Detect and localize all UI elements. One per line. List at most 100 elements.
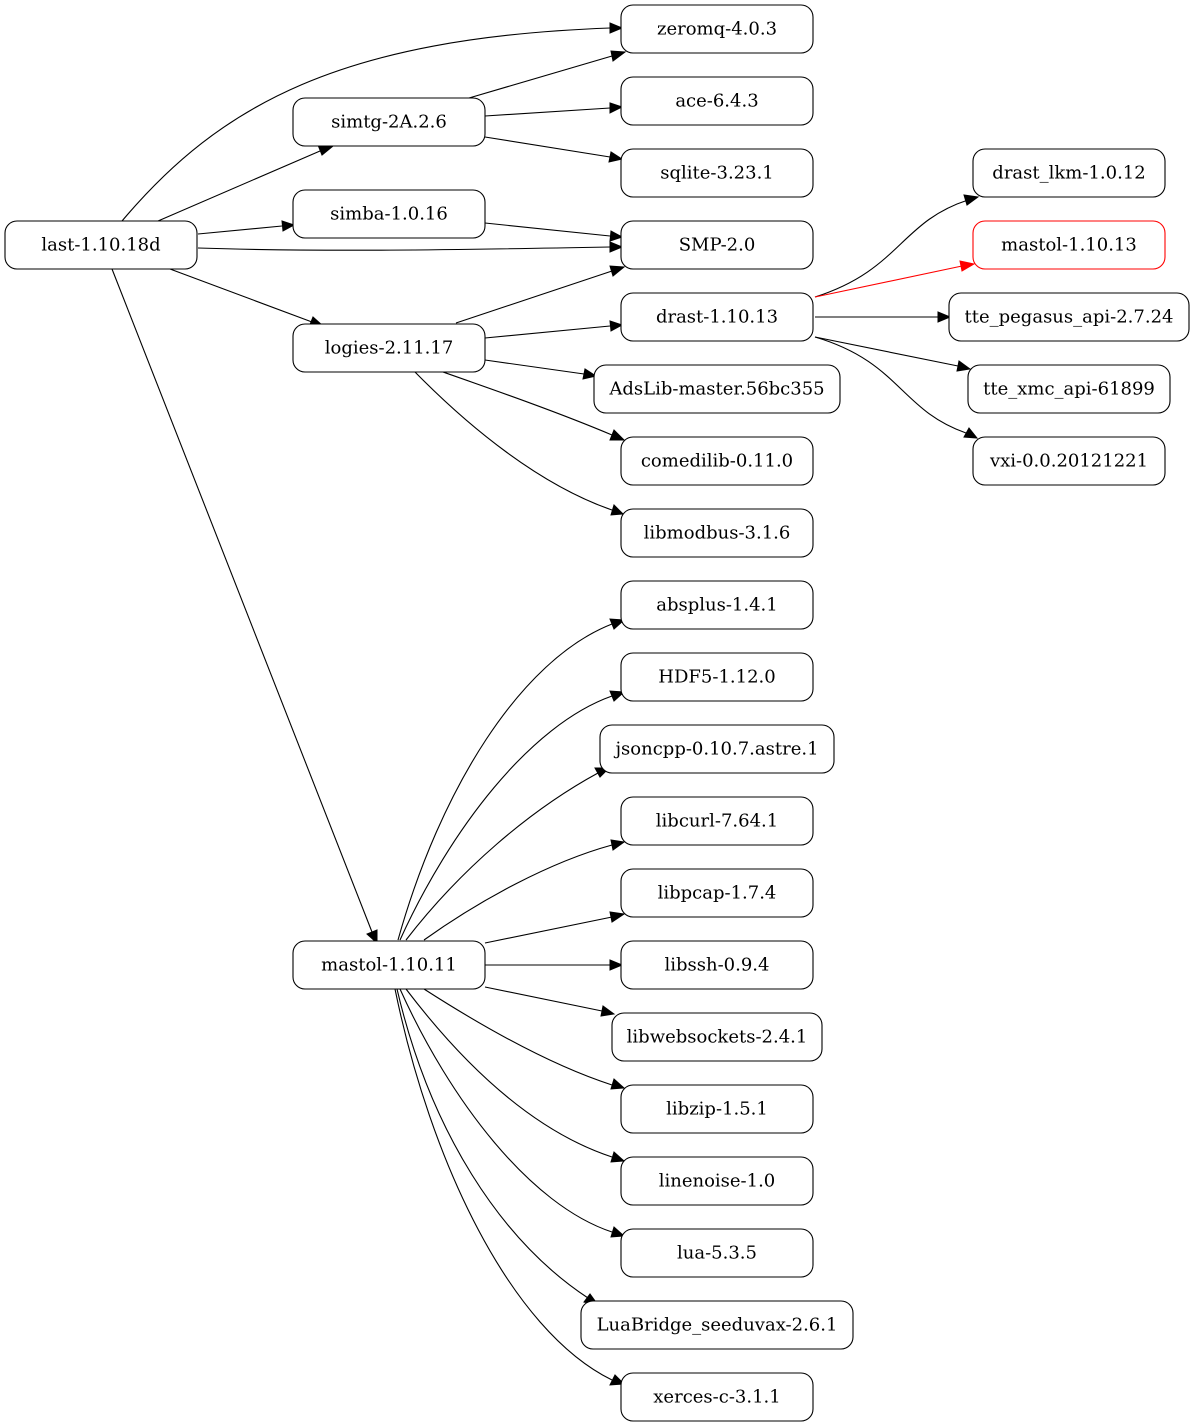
edge-mastol-libwebsockets — [484, 986, 603, 1012]
arrowhead-drast — [609, 320, 624, 332]
node-label-lua: lua-5.3.5 — [677, 1243, 757, 1264]
node-hdf5[interactable]: HDF5-1.12.0 — [620, 652, 814, 702]
node-libzip[interactable]: libzip-1.5.1 — [620, 1084, 814, 1134]
arrowhead-libssh — [609, 959, 624, 971]
edge-mastol-xerces — [394, 988, 613, 1381]
edge-mastol-libzip — [423, 988, 613, 1086]
edge-mastol-absplus — [397, 623, 613, 941]
node-libssh[interactable]: libssh-0.9.4 — [620, 940, 814, 990]
edge-simtg-ace — [484, 107, 611, 117]
node-tte-pegasus[interactable]: tte_pegasus_api-2.7.24 — [948, 292, 1190, 342]
arrowhead-tte-pegasus — [937, 311, 952, 323]
node-label-tte-xmc: tte_xmc_api-61899 — [983, 379, 1155, 400]
edge-drast-mastol-1-10-13 — [814, 265, 963, 298]
node-jsoncpp[interactable]: jsoncpp-0.10.7.astre.1 — [599, 724, 835, 774]
node-drast-lkm[interactable]: drast_lkm-1.0.12 — [972, 148, 1166, 198]
node-label-libmodbus: libmodbus-3.1.6 — [644, 523, 791, 544]
node-mastol-1-10-13[interactable]: mastol-1.10.13 — [972, 220, 1166, 270]
edge-logies-smp — [455, 270, 613, 324]
node-logies[interactable]: logies-2.11.17 — [292, 323, 486, 373]
node-label-zeromq: zeromq-4.0.3 — [657, 19, 777, 40]
arrowhead-libwebsockets — [600, 1005, 616, 1017]
edge-mastol-libcurl — [423, 844, 613, 941]
node-zeromq[interactable]: zeromq-4.0.3 — [620, 4, 814, 54]
edge-last-mastol-1-10-11 — [111, 268, 373, 933]
node-tte-xmc[interactable]: tte_xmc_api-61899 — [967, 364, 1171, 414]
node-label-sqlite: sqlite-3.23.1 — [660, 163, 774, 184]
node-ace[interactable]: ace-6.4.3 — [620, 76, 814, 126]
node-linenoise[interactable]: linenoise-1.0 — [620, 1156, 814, 1206]
node-simtg[interactable]: simtg-2A.2.6 — [292, 97, 486, 147]
edge-last-logies — [169, 268, 313, 323]
node-libwebsockets[interactable]: libwebsockets-2.4.1 — [611, 1012, 823, 1062]
arrowhead-linenoise — [610, 1151, 626, 1163]
graph-nodes: last-1.10.18d simtg-2A.2.6 simba-1.0.16 … — [4, 4, 1190, 1422]
edge-logies-libmodbus — [414, 371, 613, 511]
node-smp[interactable]: SMP-2.0 — [620, 220, 814, 270]
arrowhead-zeromq-1 — [609, 22, 624, 34]
edge-last-simba — [197, 225, 283, 235]
node-luabridge[interactable]: LuaBridge_seeduvax-2.6.1 — [580, 1300, 854, 1350]
node-adslib[interactable]: AdsLib-master.56bc355 — [593, 364, 841, 414]
edge-mastol-hdf5 — [399, 695, 613, 941]
arrowhead-libmodbus — [610, 504, 625, 516]
node-label-luabridge: LuaBridge_seeduvax-2.6.1 — [597, 1315, 838, 1336]
node-label-xerces: xerces-c-3.1.1 — [653, 1387, 780, 1408]
node-vxi[interactable]: vxi-0.0.20121221 — [972, 436, 1166, 486]
edge-last-zeromq — [121, 27, 611, 222]
node-label-mastol-1-10-13: mastol-1.10.13 — [1001, 235, 1137, 256]
node-libmodbus[interactable]: libmodbus-3.1.6 — [620, 508, 814, 558]
node-label-drast: drast-1.10.13 — [656, 307, 778, 328]
node-last[interactable]: last-1.10.18d — [4, 220, 198, 270]
node-label-simtg: simtg-2A.2.6 — [331, 112, 447, 133]
arrowhead-xerces — [609, 1374, 626, 1386]
node-label-libssh: libssh-0.9.4 — [665, 955, 770, 976]
node-label-ace: ace-6.4.3 — [675, 91, 758, 112]
arrowhead-drast-lkm — [963, 194, 980, 206]
node-label-drast-lkm: drast_lkm-1.0.12 — [992, 163, 1145, 184]
graph-edges — [111, 27, 969, 1381]
node-label-libcurl: libcurl-7.64.1 — [656, 811, 778, 832]
node-sqlite[interactable]: sqlite-3.23.1 — [620, 148, 814, 198]
node-drast[interactable]: drast-1.10.13 — [620, 292, 814, 342]
node-label-libwebsockets: libwebsockets-2.4.1 — [627, 1027, 808, 1048]
node-label-last: last-1.10.18d — [41, 235, 160, 256]
node-mastol-1-10-11[interactable]: mastol-1.10.11 — [292, 940, 486, 990]
arrowhead-tte-xmc — [956, 360, 972, 372]
node-label-comedilib: comedilib-0.11.0 — [641, 451, 793, 472]
node-absplus[interactable]: absplus-1.4.1 — [620, 580, 814, 630]
arrowhead-sqlite — [608, 151, 624, 163]
edge-drast-tte-xmc — [814, 336, 959, 367]
arrowhead-smp-3 — [609, 265, 626, 277]
arrowhead-smp-2 — [609, 230, 624, 242]
edge-mastol-jsoncpp — [405, 772, 599, 941]
node-xerces[interactable]: xerces-c-3.1.1 — [620, 1372, 814, 1422]
edge-mastol-luabridge — [396, 988, 589, 1299]
node-label-absplus: absplus-1.4.1 — [656, 595, 777, 616]
arrowhead-libzip — [610, 1078, 626, 1090]
node-lua[interactable]: lua-5.3.5 — [620, 1228, 814, 1278]
edge-mastol-libpcap — [484, 916, 613, 944]
edge-last-smp — [197, 246, 611, 251]
node-comedilib[interactable]: comedilib-0.11.0 — [620, 436, 814, 486]
node-libpcap[interactable]: libpcap-1.7.4 — [620, 868, 814, 918]
node-label-libpcap: libpcap-1.7.4 — [658, 883, 777, 904]
arrowhead-adslib — [582, 368, 598, 380]
arrowhead-comedilib — [609, 429, 626, 441]
node-label-hdf5: HDF5-1.12.0 — [658, 667, 775, 688]
arrowhead-hdf5 — [609, 690, 626, 702]
node-simba[interactable]: simba-1.0.16 — [292, 189, 486, 239]
node-libcurl[interactable]: libcurl-7.64.1 — [620, 796, 814, 846]
arrowhead-lua — [610, 1226, 626, 1238]
arrowhead-vxi — [963, 427, 979, 439]
node-label-libzip: libzip-1.5.1 — [666, 1099, 768, 1120]
edge-last-simtg — [157, 150, 321, 222]
edge-simtg-sqlite — [484, 136, 611, 158]
node-label-mastol-1-10-11: mastol-1.10.11 — [321, 955, 457, 976]
node-label-jsoncpp: jsoncpp-0.10.7.astre.1 — [613, 739, 818, 760]
arrowhead-mastol-1-10-13 — [959, 260, 976, 272]
edge-mastol-lua — [399, 988, 613, 1233]
node-label-vxi: vxi-0.0.20121221 — [989, 451, 1148, 472]
edge-logies-comedilib — [442, 371, 613, 436]
